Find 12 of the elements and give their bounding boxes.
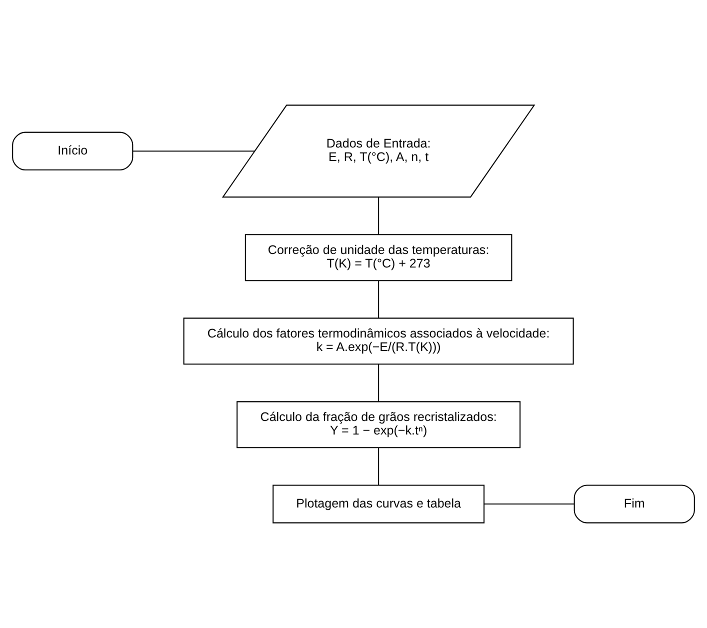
node-box: Correção de unidade das temperaturas: T(K) = T(°C) + 273 bbox=[244, 234, 512, 282]
node-box: Cálculo da fração de grãos recristalizados: Y = 1 − exp(−k.tⁿ) bbox=[236, 401, 521, 448]
connector bbox=[378, 197, 380, 235]
connector bbox=[484, 504, 574, 505]
connector bbox=[378, 448, 380, 485]
node-box: Início bbox=[12, 132, 134, 170]
connector bbox=[378, 364, 380, 402]
node-box: Plotagem das curvas e tabela bbox=[272, 484, 485, 524]
connector bbox=[378, 280, 380, 318]
node-box: Fim bbox=[574, 484, 695, 524]
connector bbox=[132, 150, 255, 152]
node-box: Cálculo dos fatores termodinâmicos associados à velocidade: k = A.exp(−E/(R.T(K))) bbox=[183, 318, 574, 365]
